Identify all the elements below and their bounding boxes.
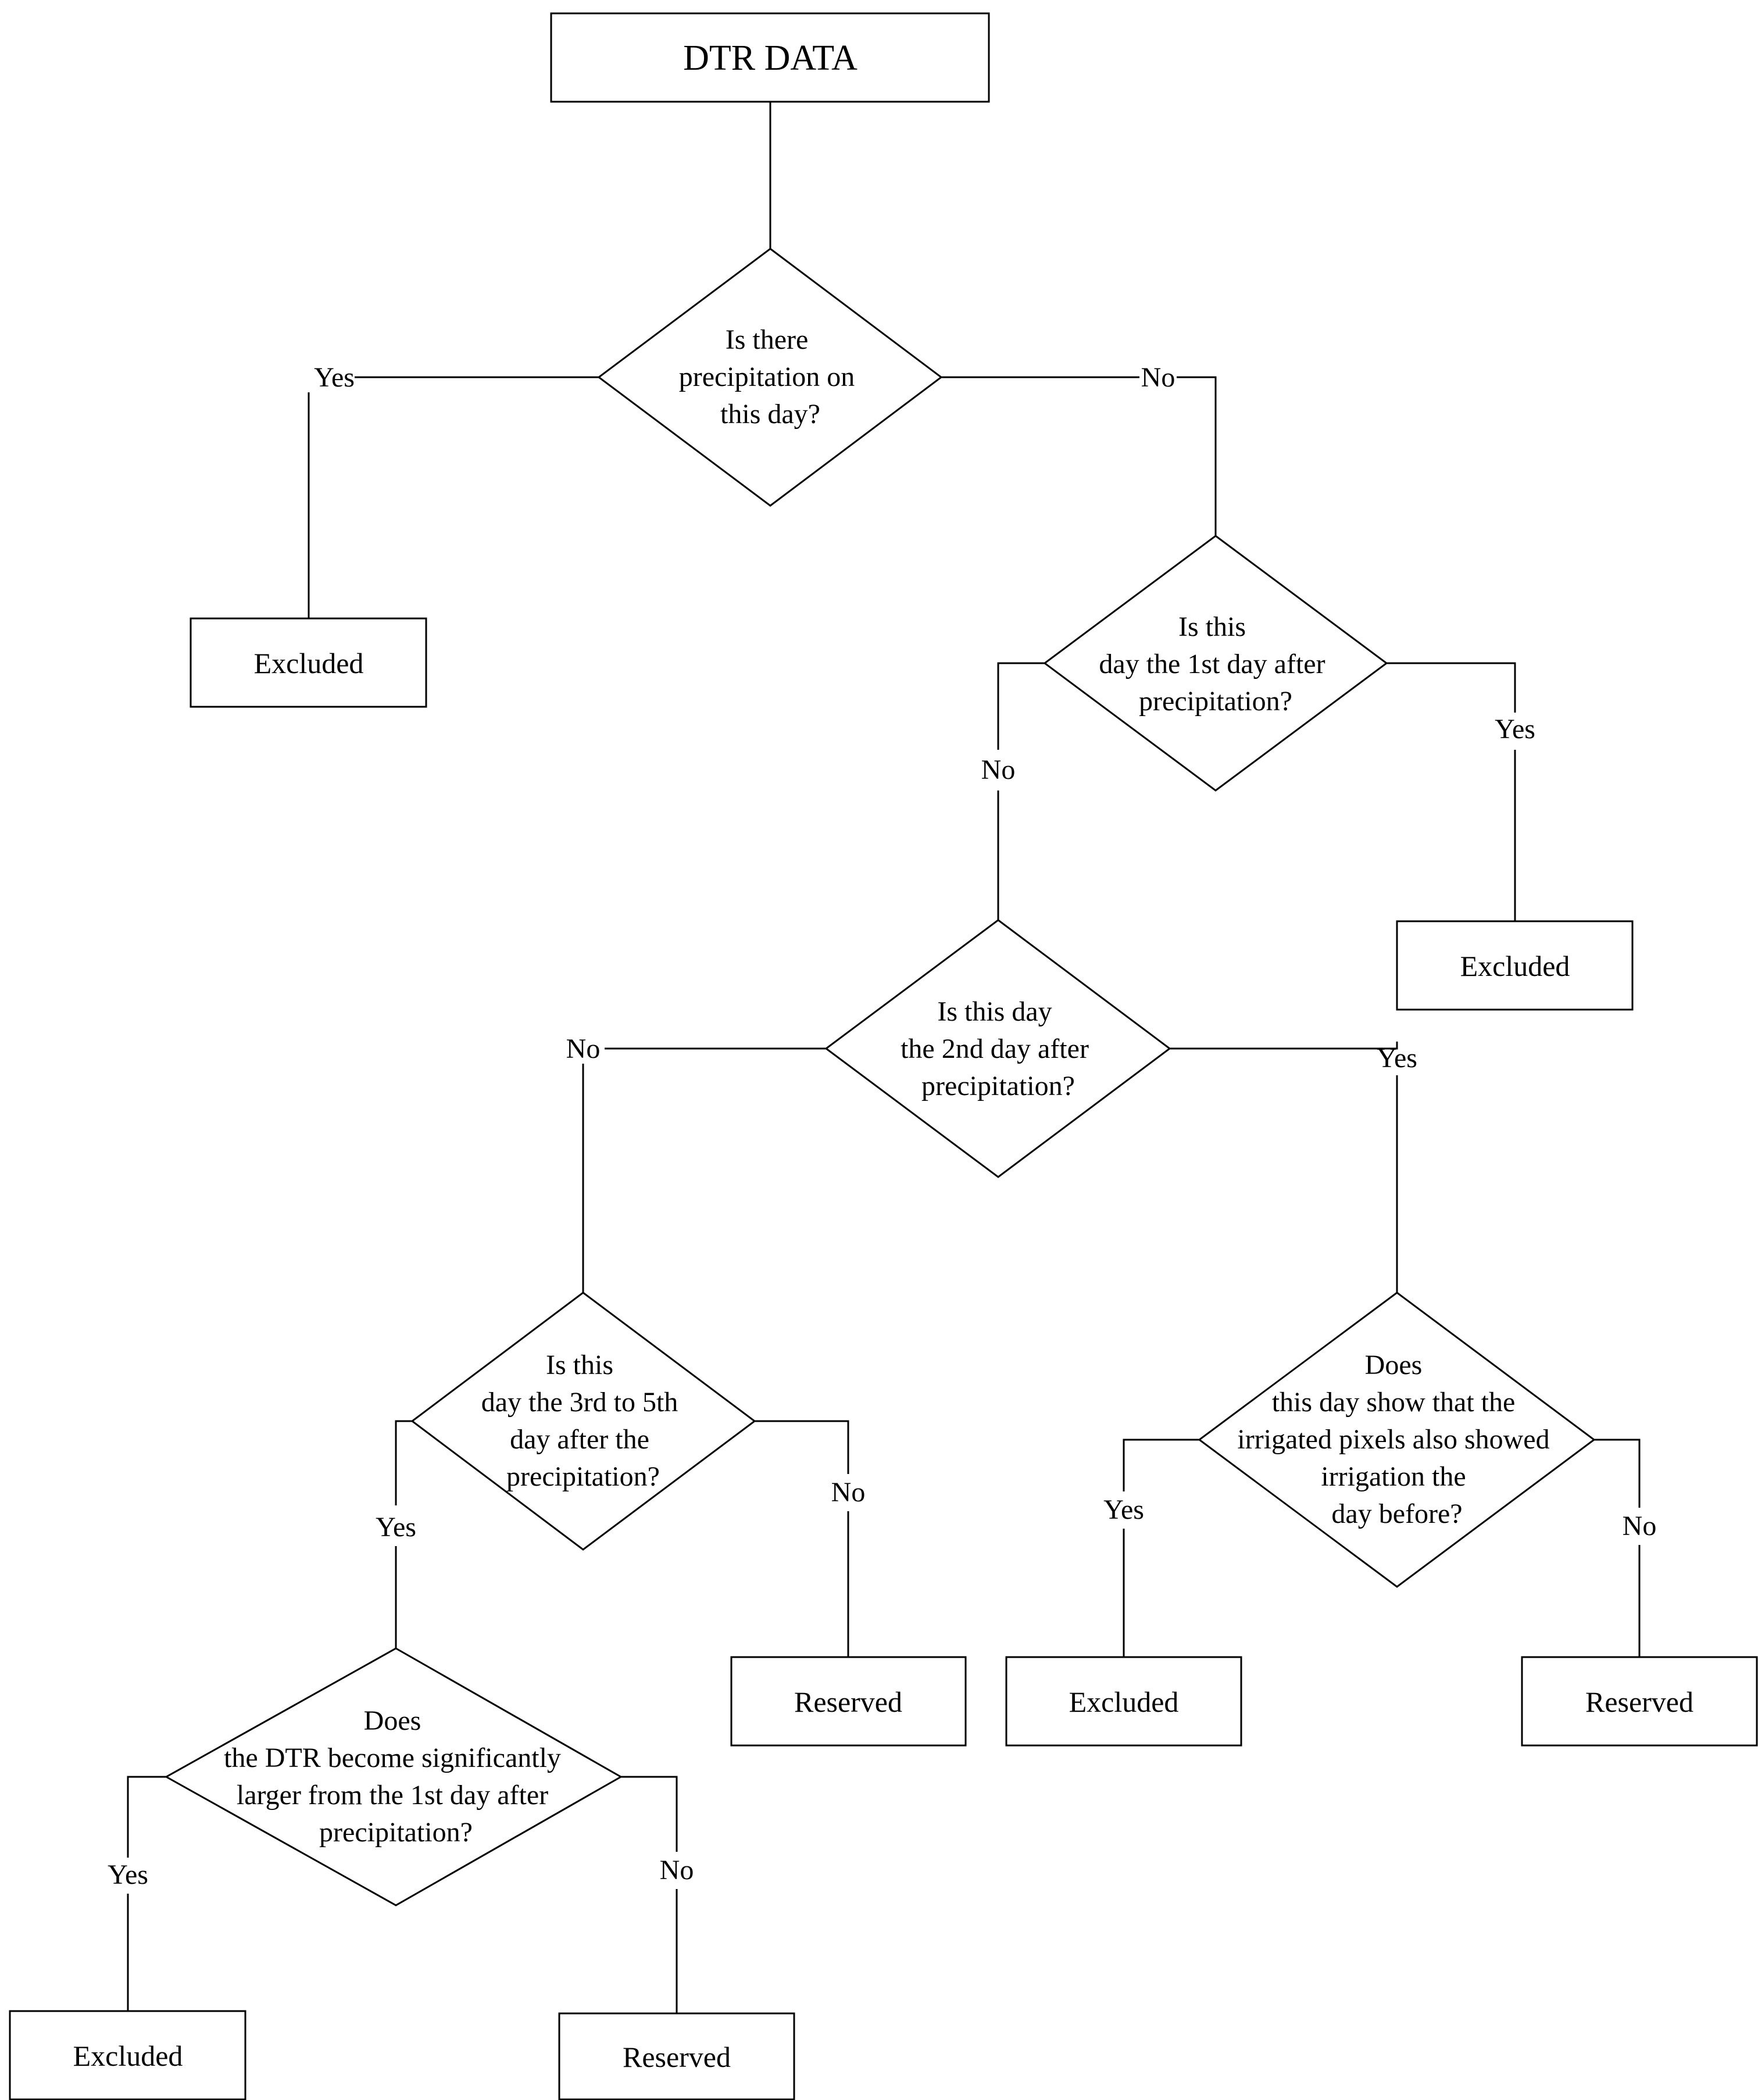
decision-irrigation-day-before-line: this day show that the	[1272, 1387, 1516, 1418]
decision-first-day-after-line: day the 1st day after	[1099, 649, 1325, 679]
svg-text:Is there precipitation o: Is there precipitation on this day?	[679, 324, 862, 430]
decision-irrigation-day-before-line: day before?	[1331, 1498, 1462, 1529]
edge-q1-no-down	[1177, 376, 1217, 536]
outcome-label: Excluded	[254, 647, 364, 679]
decision-dtr-larger-line: precipitation?	[319, 1817, 473, 1848]
outcome-excluded-dtr-larger: Excluded	[9, 2010, 246, 2100]
edge-q2-yes	[1387, 662, 1516, 713]
decision-precipitation-today: Is there precipitation on this day?	[597, 248, 943, 507]
edge-labels: Yes No No Yes No Yes Yes No Yes No Yes N…	[108, 362, 1656, 1890]
decision-second-day-after: Is this day the 2nd day after precipitat…	[824, 919, 1171, 1178]
decision-precipitation-today-line: precipitation on	[679, 362, 855, 392]
edge-q5-yes	[1123, 1439, 1199, 1491]
edge-q3-yes	[1170, 1042, 1398, 1050]
decision-dtr-larger-line: the DTR become significantly	[224, 1743, 561, 1773]
svg-text:Is this day the 2nd day: Is this day the 2nd day after precipitat…	[901, 996, 1096, 1101]
edge-label-q4-yes: Yes	[376, 1512, 416, 1543]
edge-label-q2-yes: Yes	[1495, 714, 1535, 745]
edge-q6-yes	[127, 1776, 166, 1858]
decision-second-day-after-line: the 2nd day after	[901, 1033, 1089, 1064]
decision-dtr-larger-line: larger from the 1st day after	[237, 1780, 548, 1811]
edge-label-q2-no: No	[981, 754, 1016, 785]
svg-text:Is this day the 1st day: Is this day the 1st day after precipitat…	[1099, 611, 1332, 717]
decision-first-day-after: Is this day the 1st day after precipitat…	[1043, 535, 1388, 792]
outcome-label: Excluded	[1460, 950, 1570, 982]
edge-label-q5-no: No	[1623, 1511, 1657, 1541]
outcome-label: Excluded	[73, 2040, 183, 2072]
edge-q5-no	[1594, 1439, 1641, 1508]
svg-text:Does this day show that: Does this day show that the irrigated pi…	[1237, 1350, 1556, 1529]
decision-third-to-fifth-day: Is this day the 3rd to 5th day after the…	[410, 1292, 756, 1551]
start-node-label: DTR DATA	[683, 38, 857, 78]
edge-label-q3-yes: Yes	[1377, 1043, 1417, 1074]
outcome-excluded-precipitation: Excluded	[190, 617, 427, 708]
edge-label-q1-yes: Yes	[314, 362, 355, 393]
decision-dtr-larger: Does the DTR become significantly larger…	[164, 1647, 623, 1906]
outcome-label: Reserved	[623, 2041, 731, 2073]
decision-irrigation-day-before-line: irrigation the	[1321, 1461, 1466, 1492]
decision-irrigation-day-before: Does this day show that the irrigated pi…	[1198, 1292, 1596, 1588]
edge-q6-no	[621, 1776, 678, 1852]
outcome-reserved-dtr-larger: Reserved	[558, 2012, 795, 2100]
edge-label-q6-yes: Yes	[108, 1859, 148, 1890]
edge-label-q3-no: No	[566, 1033, 601, 1064]
decision-third-to-fifth-day-line: precipitation?	[506, 1461, 660, 1492]
decision-third-to-fifth-day-line: day after the	[510, 1424, 649, 1455]
decision-precipitation-today-line: Is there	[726, 324, 809, 355]
decision-irrigation-day-before-line: Does	[1365, 1350, 1423, 1380]
outcome-label: Reserved	[794, 1686, 902, 1718]
decision-second-day-after-line: precipitation?	[921, 1071, 1075, 1101]
edge-label-q4-no: No	[831, 1477, 866, 1508]
svg-text:Does the DTR become sign: Does the DTR become significantly larger…	[224, 1705, 568, 1848]
edge-label-q1-no: No	[1141, 362, 1175, 393]
edge-label-q5-yes: Yes	[1103, 1494, 1144, 1525]
start-node: DTR DATA	[550, 12, 990, 103]
edge-q4-yes	[395, 1420, 412, 1505]
outcome-reserved-irrigation: Reserved	[1521, 1656, 1758, 1747]
edge-q2-no	[997, 662, 1045, 750]
decision-irrigation-day-before-line: irrigated pixels also showed	[1237, 1424, 1549, 1455]
decision-dtr-larger-line: Does	[364, 1705, 421, 1736]
decision-second-day-after-line: Is this day	[937, 996, 1052, 1027]
edge-q4-no	[755, 1420, 849, 1474]
decision-third-to-fifth-day-line: day the 3rd to 5th	[481, 1387, 678, 1418]
outcome-excluded-irrigation: Excluded	[1005, 1656, 1242, 1747]
outcome-label: Excluded	[1069, 1686, 1179, 1718]
outcome-reserved-not-third-to-fifth: Reserved	[730, 1656, 967, 1747]
svg-text:Is this day the 3rd to 5: Is this day the 3rd to 5th day after the…	[481, 1350, 685, 1492]
decision-first-day-after-line: precipitation?	[1139, 686, 1292, 717]
connectors	[127, 102, 1641, 2013]
outcome-excluded-first-day: Excluded	[1396, 920, 1634, 1011]
outcome-label: Reserved	[1585, 1686, 1693, 1718]
decision-first-day-after-line: Is this	[1178, 611, 1246, 642]
edge-label-q6-no: No	[660, 1855, 694, 1886]
decision-third-to-fifth-day-line: Is this	[546, 1350, 613, 1380]
decision-precipitation-today-line: this day?	[720, 399, 820, 430]
